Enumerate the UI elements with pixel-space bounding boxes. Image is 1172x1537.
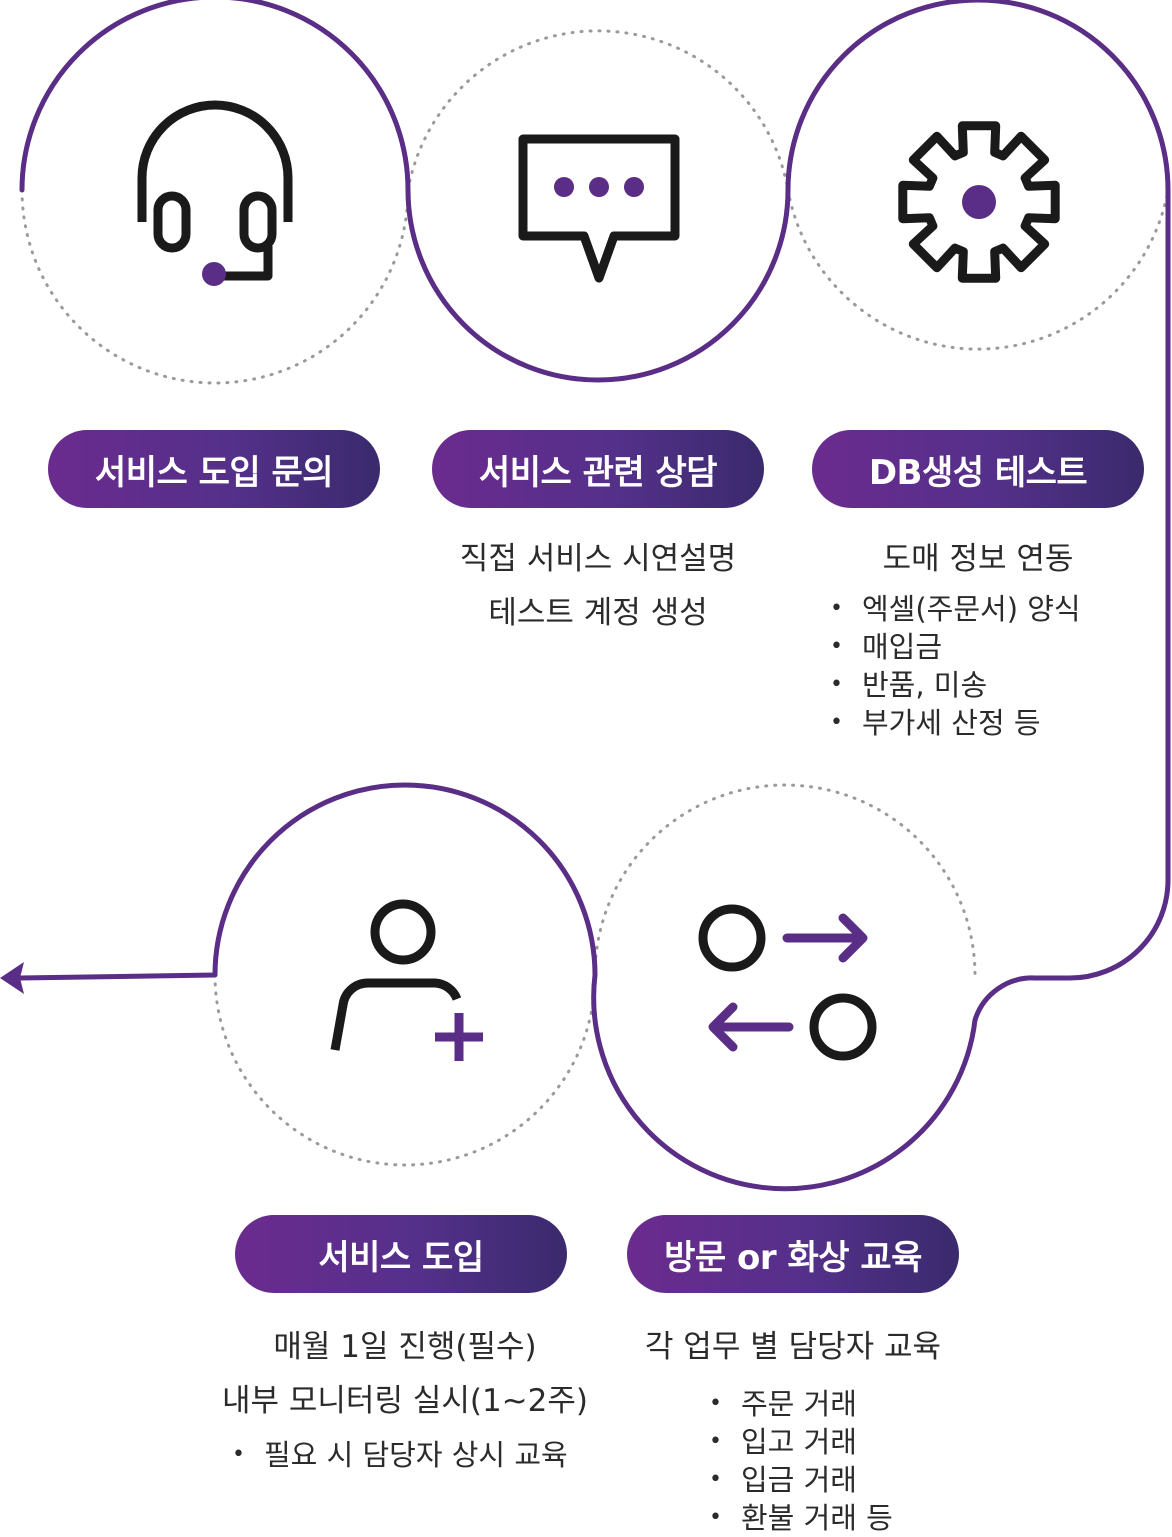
list-item: 엑셀(주문서) 양식 [826,590,1146,628]
list-item: 매입금 [826,628,1146,666]
list-item: 입고 거래 [705,1423,965,1461]
headset-icon [130,98,300,302]
desc-line: 도매 정보 연동 [882,541,1074,577]
step-adoption-description: 매월 1일 진행(필수) 내부 모니터링 실시(1~2주) [190,1320,620,1428]
solid-flow-line [17,0,1171,1192]
chat-bubble-icon [516,132,682,288]
list-item: 필요 시 담당자 상시 교육 [228,1436,608,1474]
list-item: 환불 거래 등 [705,1499,965,1537]
flow-arrowhead [0,962,24,994]
list-item: 반품, 미송 [826,666,1146,704]
exchange-icon [695,900,885,1068]
dotted-arc-step2 [406,29,790,192]
step-db-test-bullets: 엑셀(주문서) 양식 매입금 반품, 미송 부가세 산정 등 [826,590,1146,742]
desc-line: 테스트 계정 생성 [488,595,708,631]
desc-line: 직접 서비스 시연설명 [459,541,737,577]
gear-icon [895,118,1063,290]
step-db-test-label: DB생성 테스트 [812,430,1144,508]
desc-line: 매월 1일 진행(필수) [273,1329,537,1365]
desc-line: 내부 모니터링 실시(1~2주) [222,1383,588,1419]
step-inquiry-label: 서비스 도입 문의 [48,430,380,508]
dotted-arc-step1 [20,188,410,385]
step-db-test-description: 도매 정보 연동 [812,532,1144,586]
step-consult-label: 서비스 관련 상담 [432,430,764,508]
add-user-icon [325,895,490,1069]
list-item: 입금 거래 [705,1461,965,1499]
step-consult-description: 직접 서비스 시연설명 테스트 계정 생성 [432,532,764,640]
step-training-bullets: 주문 거래 입고 거래 입금 거래 환불 거래 등 [705,1385,965,1537]
step-training-description: 각 업무 별 담당자 교육 [610,1320,976,1374]
dotted-arc-step4 [593,783,977,977]
step-training-label: 방문 or 화상 교육 [627,1215,959,1293]
step-adoption-bullets: 필요 시 담당자 상시 교육 [228,1436,608,1474]
step-adoption-label: 서비스 도입 [235,1215,567,1293]
dotted-arc-step3 [786,188,1170,351]
list-item: 부가세 산정 등 [826,704,1146,742]
desc-line: 각 업무 별 담당자 교육 [644,1329,942,1365]
dotted-arc-step5 [213,973,597,1167]
list-item: 주문 거래 [705,1385,965,1423]
